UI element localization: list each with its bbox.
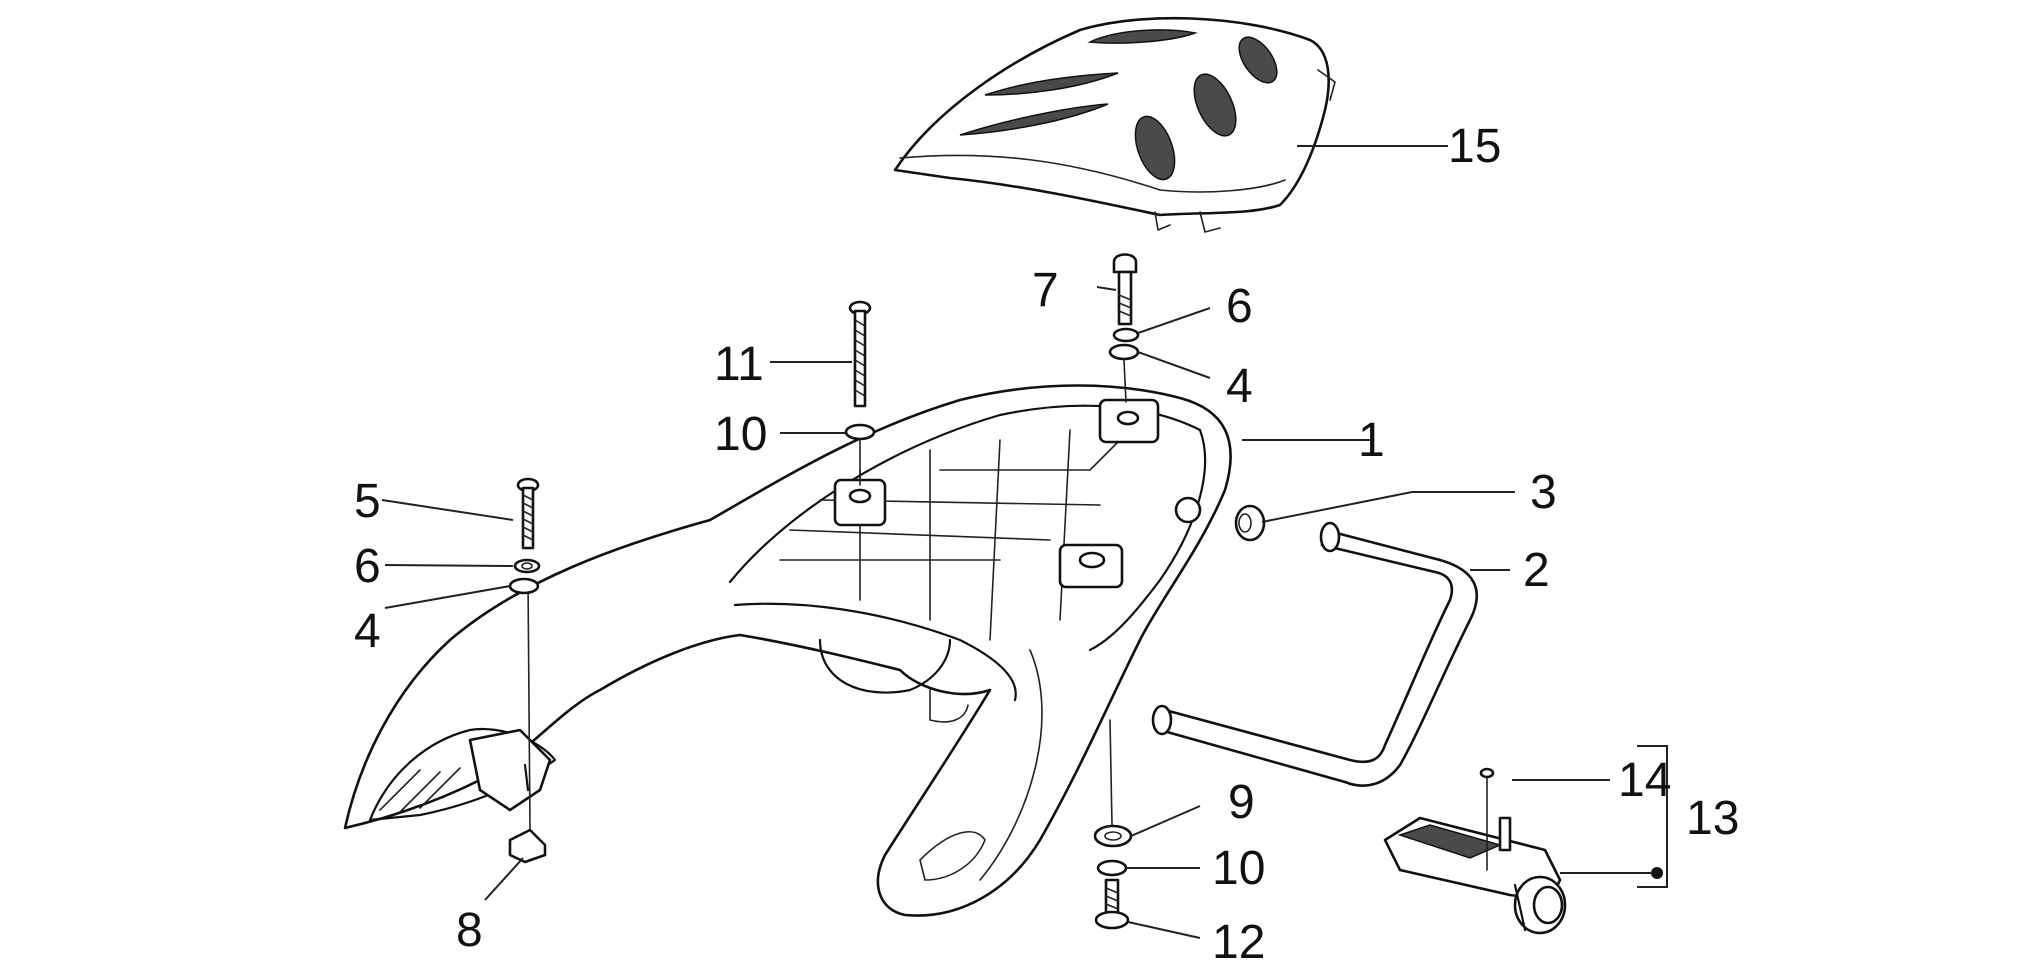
callout-1: 1 [1358, 414, 1385, 467]
leader-lines [381, 145, 1668, 939]
left-fasteners-drawing [508, 477, 547, 864]
callout-10-lower: 10 [1212, 842, 1265, 895]
callout-6-top: 6 [1226, 280, 1253, 333]
center-fasteners-drawing [844, 300, 876, 486]
callout-14: 14 [1618, 754, 1671, 807]
grommet-drawing [1234, 504, 1266, 542]
callout-10-upper: 10 [714, 408, 767, 461]
callout-8: 8 [456, 904, 483, 957]
callout-2: 2 [1523, 544, 1550, 597]
callout-4-left: 4 [354, 605, 381, 658]
callout-12: 12 [1212, 916, 1265, 960]
callout-11: 11 [714, 338, 764, 391]
callout-7: 7 [1032, 264, 1059, 317]
top-cover-drawing [893, 16, 1336, 233]
callout-15: 15 [1448, 120, 1501, 173]
callout-6-left: 6 [354, 540, 381, 593]
lock-assembly-drawing [1383, 767, 1663, 935]
callout-3: 3 [1530, 466, 1557, 519]
callout-4-top: 4 [1226, 360, 1253, 413]
top-fasteners-drawing [1108, 253, 1140, 403]
callout-5: 5 [354, 475, 381, 528]
callout-9: 9 [1228, 776, 1255, 829]
callout-13: 13 [1686, 792, 1739, 845]
lower-fasteners-drawing [1093, 719, 1133, 930]
grab-bar-drawing [1151, 521, 1479, 787]
